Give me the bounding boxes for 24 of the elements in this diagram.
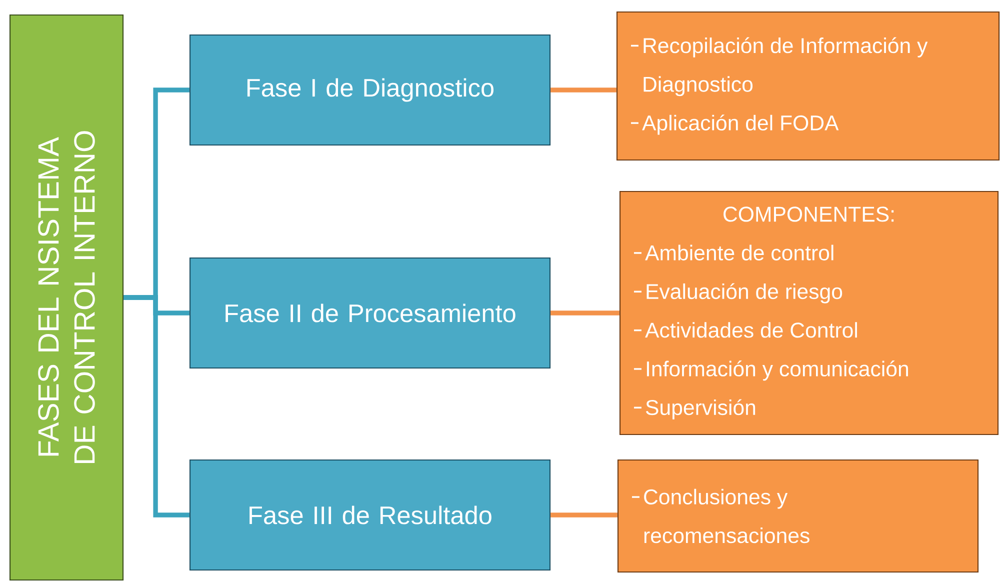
phase-box [189, 257, 551, 369]
heading: COMPONENTES: [724, 206, 894, 222]
title-text: FASES DEL NSISTEMA DE CONTROL INTERNO [38, 131, 95, 463]
phase-box [189, 34, 551, 146]
detail-box [617, 459, 979, 573]
detail-box [616, 11, 1000, 161]
phase-box [189, 459, 551, 571]
phase-label: Fase III de Resultado [250, 506, 492, 524]
item: Recopilación de Información y Diagnostico [644, 37, 928, 96]
item: Ambiente de control [645, 244, 834, 260]
connector-line [550, 88, 616, 92]
item: Aplicación del FODA [642, 114, 839, 135]
item: Evaluación de riesgo [646, 283, 842, 304]
item: Información y comunicación [646, 360, 908, 381]
title-bar [9, 14, 124, 581]
connector-line [550, 512, 618, 518]
detail-box [619, 190, 999, 436]
phase-label: Fase I de Diagnostico [247, 78, 494, 102]
connector-line [550, 310, 620, 316]
item: Actividades de Control [645, 322, 857, 338]
item: Supervisión [646, 399, 756, 420]
item: Conclusiones y recomensaciones [644, 488, 810, 544]
connector-line [124, 295, 190, 518]
phase-label: Fase II de Procesamiento [226, 304, 516, 322]
